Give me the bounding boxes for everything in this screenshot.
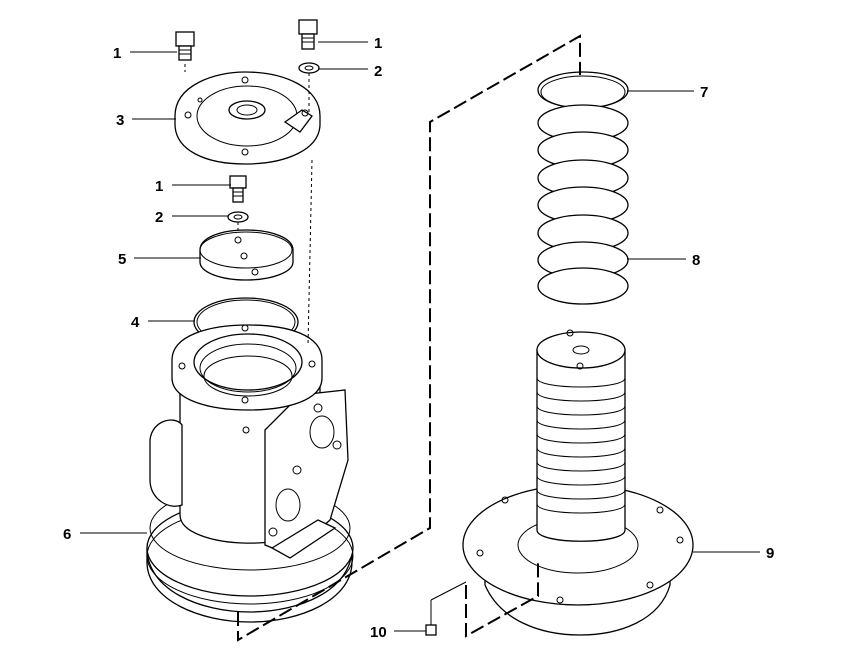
assembly-path-lower [465, 560, 539, 638]
callout-10: 10 [370, 624, 387, 641]
callout-2a: 2 [374, 63, 382, 80]
shim-stack [537, 71, 629, 305]
callout-labels: 1 1 2 3 1 2 5 4 6 7 8 9 10 [63, 35, 774, 641]
callout-8: 8 [692, 252, 700, 269]
mounting-base [462, 484, 694, 636]
washer-top [298, 62, 320, 74]
callout-5: 5 [118, 251, 126, 268]
spindle-stack [536, 329, 626, 542]
callout-7: 7 [700, 84, 708, 101]
callout-1a: 1 [113, 45, 121, 62]
cover-plate [174, 71, 321, 165]
assembly-path [237, 34, 581, 642]
callout-3: 3 [116, 112, 124, 129]
callout-1c: 1 [155, 178, 163, 195]
end-cap [199, 229, 294, 281]
washer-middle [227, 211, 249, 236]
callout-2b: 2 [155, 209, 163, 226]
callout-6: 6 [63, 526, 71, 543]
bolt-top-right [298, 19, 318, 50]
bolt-top-left [175, 31, 195, 72]
callout-4: 4 [131, 314, 140, 331]
bolt-middle [229, 175, 247, 203]
callout-9: 9 [766, 545, 774, 562]
housing [146, 324, 354, 623]
callout-1b: 1 [374, 35, 382, 52]
grease-fitting [425, 581, 467, 636]
